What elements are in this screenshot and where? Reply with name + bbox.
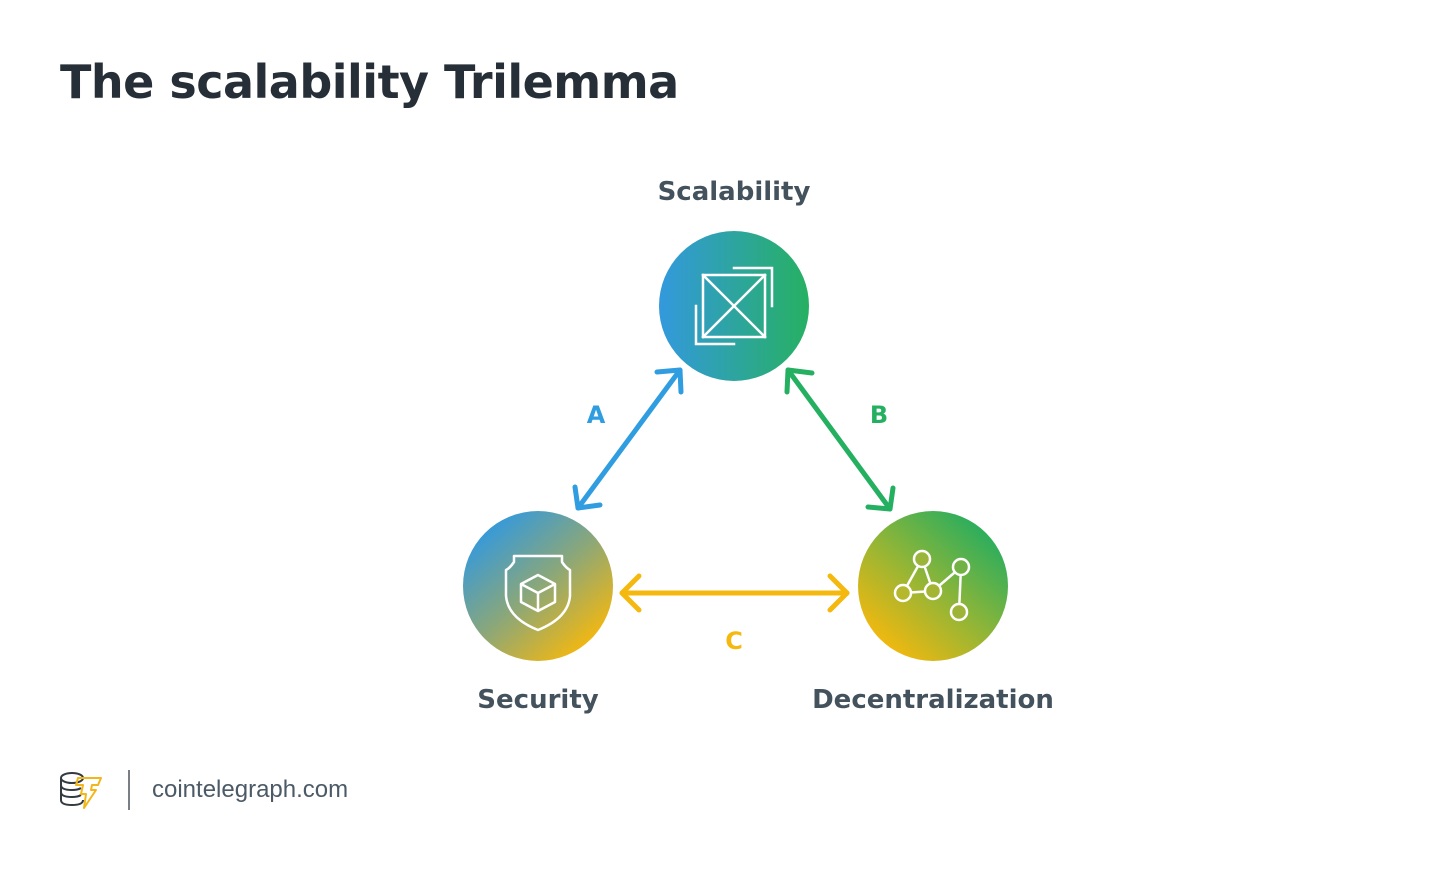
- node-scalability: [659, 231, 809, 381]
- shield-cube-icon: [504, 554, 572, 632]
- edge-b-arrow: [784, 367, 896, 512]
- cointelegraph-logo-icon: [60, 772, 102, 809]
- decentralization-label: Decentralization: [812, 685, 1054, 715]
- footer-branding: cointelegraph.com: [58, 768, 348, 812]
- site-url: cointelegraph.com: [152, 776, 349, 803]
- node-security: [463, 511, 613, 661]
- security-label: Security: [477, 685, 599, 715]
- edge-a-label: A: [586, 401, 606, 429]
- edge-b-label: B: [869, 401, 889, 429]
- node-decentralization: [858, 511, 1008, 661]
- expand-square-icon: [694, 266, 774, 346]
- edge-a-arrow: [572, 367, 684, 511]
- scalability-label: Scalability: [657, 177, 811, 207]
- network-nodes-icon: [893, 549, 971, 622]
- edge-c-label: C: [725, 627, 743, 655]
- footer-divider: [128, 770, 130, 810]
- page-title: The scalability Trilemma: [60, 55, 679, 109]
- edge-c-arrow: [619, 573, 850, 613]
